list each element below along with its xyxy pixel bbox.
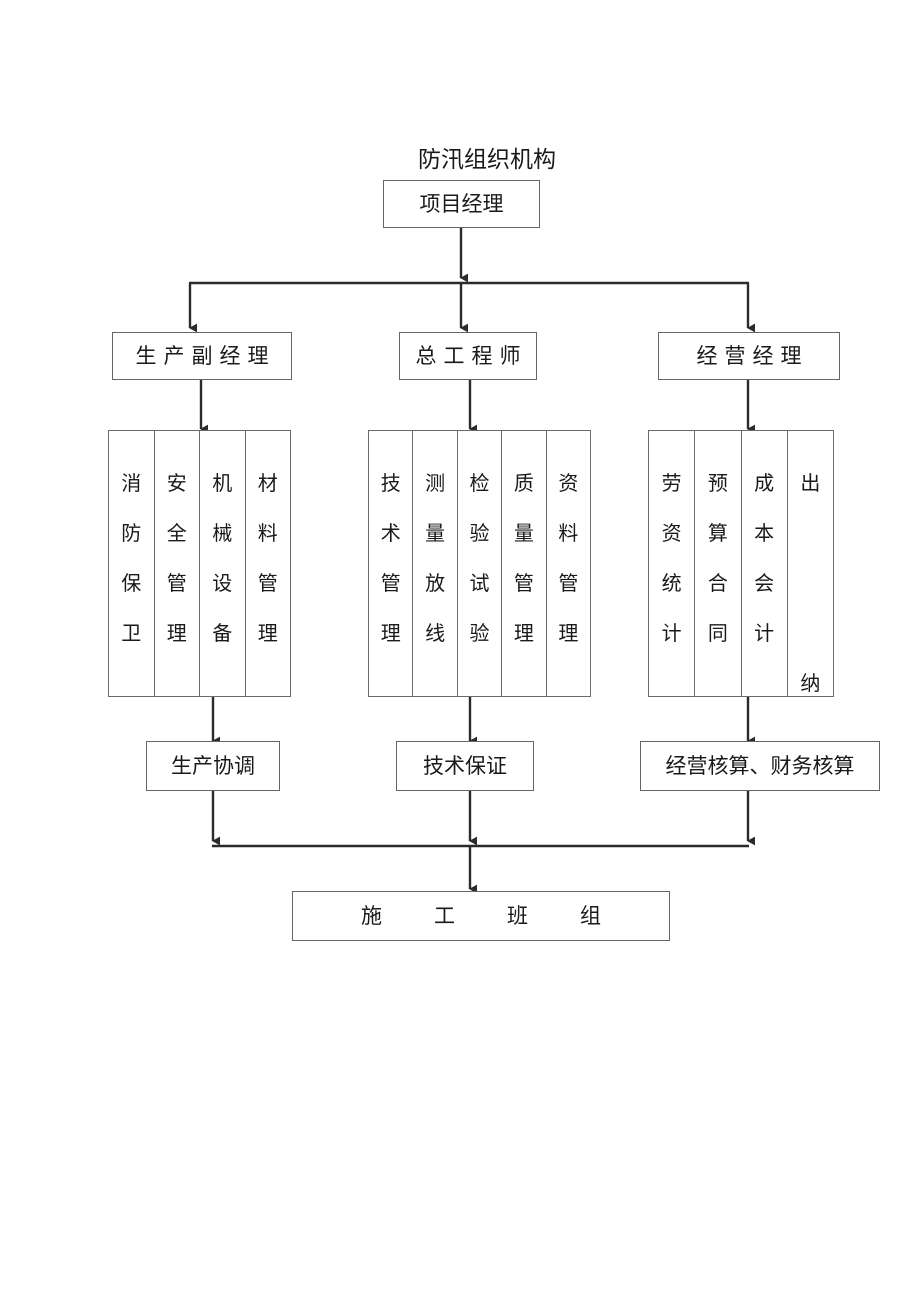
char: 全	[166, 521, 187, 545]
char: 卫	[121, 621, 142, 645]
chart-title: 防汛组织机构	[418, 147, 556, 173]
column-surveying-layout[interactable]: 测 量 放 线	[413, 431, 458, 696]
column-inspection-testing[interactable]: 检 验 试 验	[458, 431, 503, 696]
char: 计	[754, 621, 775, 645]
char: 消	[121, 471, 142, 495]
char: 量	[513, 521, 534, 545]
char: 保	[121, 571, 142, 595]
node-project-manager[interactable]: 项目经理	[383, 180, 540, 228]
char: 合	[707, 571, 728, 595]
group-production-functions: 消 防 保 卫 安 全 管 理 机 械 设 备 材 料 管 理	[108, 430, 291, 697]
char: 管	[513, 571, 534, 595]
char: 料	[257, 521, 278, 545]
node-operations-manager[interactable]: 经营经理	[658, 332, 840, 380]
node-label: 生产副经理	[135, 343, 276, 368]
char: 量	[425, 521, 446, 545]
char: 检	[469, 471, 490, 495]
node-production-deputy-manager[interactable]: 生产副经理	[112, 332, 292, 380]
char: 统	[661, 571, 682, 595]
char: 放	[425, 571, 446, 595]
char: 成	[754, 471, 775, 495]
char: 验	[469, 521, 490, 545]
column-safety-management[interactable]: 安 全 管 理	[155, 431, 200, 696]
char: 管	[257, 571, 278, 595]
node-construction-team[interactable]: 施工班组	[292, 891, 670, 941]
column-material-management[interactable]: 材 料 管 理	[246, 431, 291, 696]
char: 设	[212, 571, 233, 595]
char: 管	[558, 571, 579, 595]
char: 管	[380, 571, 401, 595]
node-operations-financial-accounting[interactable]: 经营核算、财务核算	[640, 741, 880, 791]
char: 计	[661, 621, 682, 645]
column-machinery-equipment[interactable]: 机 械 设 备	[200, 431, 246, 696]
column-fire-safety[interactable]: 消 防 保 卫	[109, 431, 155, 696]
column-labor-statistics[interactable]: 劳 资 统 计	[649, 431, 696, 696]
node-production-coordination[interactable]: 生产协调	[146, 741, 280, 791]
char: 理	[166, 621, 187, 645]
char: 管	[166, 571, 187, 595]
char: 备	[212, 621, 233, 645]
char: 资	[558, 471, 579, 495]
char: 线	[425, 621, 446, 645]
char: 理	[558, 621, 579, 645]
char: 技	[380, 471, 401, 495]
node-label: 生产协调	[171, 753, 255, 778]
char: 劳	[661, 471, 682, 495]
node-technical-assurance[interactable]: 技术保证	[396, 741, 534, 791]
group-technical-functions: 技 术 管 理 测 量 放 线 检 验 试 验 质 量 管 理 资 料 管 理	[368, 430, 591, 697]
char: 理	[257, 621, 278, 645]
char: 资	[661, 521, 682, 545]
char: 械	[212, 521, 233, 545]
column-cost-accounting[interactable]: 成 本 会 计	[742, 431, 788, 696]
char: 安	[166, 471, 187, 495]
char: 质	[513, 471, 534, 495]
node-label: 经营核算、财务核算	[665, 753, 855, 778]
char: 预	[707, 471, 728, 495]
node-label: 施工班组	[361, 903, 653, 928]
char: 测	[425, 471, 446, 495]
node-chief-engineer[interactable]: 总工程师	[399, 332, 537, 380]
column-quality-management[interactable]: 质 量 管 理	[502, 431, 547, 696]
column-technical-management[interactable]: 技 术 管 理	[369, 431, 414, 696]
char: 出	[800, 471, 821, 495]
char: 会	[754, 571, 775, 595]
char: 试	[469, 571, 490, 595]
char: 防	[121, 521, 142, 545]
node-label: 经营经理	[696, 343, 809, 368]
node-label: 项目经理	[419, 191, 504, 216]
char: 纳	[800, 671, 821, 695]
group-operations-functions: 劳 资 统 计 预 算 合 同 成 本 会 计 出 纳	[648, 430, 834, 697]
char: 术	[380, 521, 401, 545]
char: 料	[558, 521, 579, 545]
char: 机	[212, 471, 233, 495]
char: 本	[754, 521, 775, 545]
node-label: 总工程师	[415, 343, 528, 368]
char: 理	[380, 621, 401, 645]
char: 理	[513, 621, 534, 645]
char: 同	[707, 621, 728, 645]
column-cashier[interactable]: 出 纳	[788, 431, 833, 696]
column-document-management[interactable]: 资 料 管 理	[547, 431, 590, 696]
char: 材	[257, 471, 278, 495]
node-label: 技术保证	[423, 753, 507, 778]
char: 验	[469, 621, 490, 645]
column-budget-contract[interactable]: 预 算 合 同	[695, 431, 742, 696]
char: 算	[707, 521, 728, 545]
